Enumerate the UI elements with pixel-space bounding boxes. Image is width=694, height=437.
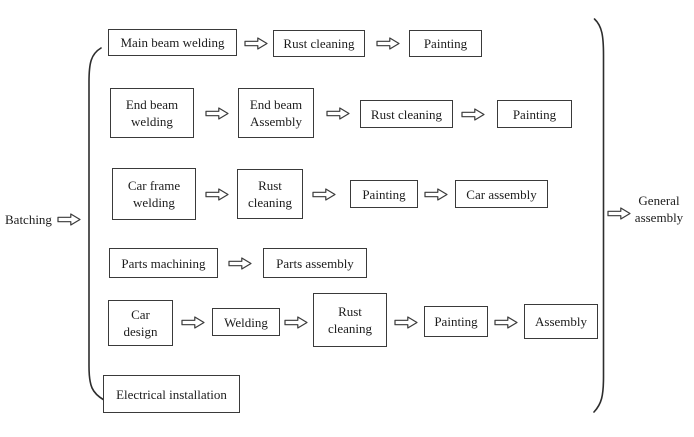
process-box-label: Car assembly xyxy=(466,186,537,202)
right-bracket xyxy=(593,18,605,413)
process-box-label: Car xyxy=(131,307,150,322)
process-box-label: welding xyxy=(133,195,175,210)
process-box-label: Rust xyxy=(258,178,282,193)
process-box-parts-machining: Parts machining xyxy=(109,248,218,278)
process-box-rust-cleaning: Rust cleaning xyxy=(237,169,303,219)
process-box-label: Parts machining xyxy=(121,255,206,271)
process-box-label: Electrical installation xyxy=(116,386,227,402)
process-box-electrical-installation: Electrical installation xyxy=(103,375,240,413)
process-box-label: Parts assembly xyxy=(276,255,354,271)
process-box-welding: Welding xyxy=(212,308,280,336)
process-box-end-beam-welding: End beam welding xyxy=(110,88,194,138)
process-box-label: End beam xyxy=(125,97,179,112)
flow-arrow-icon xyxy=(424,188,448,201)
flow-arrow-icon xyxy=(205,107,229,120)
process-box-car-design: Car design xyxy=(108,300,173,346)
general-assembly-label: General assembly xyxy=(629,192,689,226)
flow-arrow-icon xyxy=(181,316,205,329)
process-box-parts-assembly: Parts assembly xyxy=(263,248,367,278)
process-box-painting: Painting xyxy=(424,306,488,337)
process-box-painting: Painting xyxy=(350,180,418,208)
process-box-label: cleaning xyxy=(247,195,293,210)
flow-arrow-icon xyxy=(244,37,268,50)
process-box-end-beam-assembly: End beam Assembly xyxy=(238,88,314,138)
process-box-label: Welding xyxy=(224,314,268,330)
flow-arrow-icon xyxy=(607,207,631,220)
flow-arrow-icon xyxy=(326,107,350,120)
process-box-rust-cleaning: Rust cleaning xyxy=(313,293,387,347)
general-assembly-label-line2: assembly xyxy=(634,210,684,225)
process-box-label: cleaning xyxy=(327,321,373,336)
flow-arrow-icon xyxy=(394,316,418,329)
process-box-label: Car frame xyxy=(127,178,181,193)
batching-label: Batching xyxy=(5,212,52,227)
flow-arrow-icon xyxy=(461,108,485,121)
flow-arrow-icon xyxy=(494,316,518,329)
left-bracket xyxy=(88,47,105,401)
process-box-painting: Painting xyxy=(497,100,572,128)
process-box-label: Assembly xyxy=(250,114,302,129)
process-box-main-beam-welding: Main beam welding xyxy=(108,29,237,56)
process-box-label: Painting xyxy=(434,314,478,329)
general-assembly-label-line1: General xyxy=(638,193,680,208)
process-box-label: welding xyxy=(131,114,173,129)
process-box-painting: Painting xyxy=(409,30,482,57)
flow-arrow-icon xyxy=(376,37,400,50)
process-box-rust-cleaning: Rust cleaning xyxy=(360,100,453,128)
process-box-car-assembly: Car assembly xyxy=(455,180,548,208)
process-box-label: Painting xyxy=(423,36,468,51)
process-box-label: Painting xyxy=(512,106,557,122)
flow-arrow-icon xyxy=(284,316,308,329)
flow-arrow-icon xyxy=(228,257,252,270)
flow-arrow-icon xyxy=(312,188,336,201)
process-box-label: Assembly xyxy=(535,314,587,329)
process-box-label: Painting xyxy=(362,186,406,202)
process-box-assembly: Assembly xyxy=(524,304,598,339)
process-box-rust-cleaning: Rust cleaning xyxy=(273,30,365,57)
process-box-label: design xyxy=(123,324,158,339)
flow-arrow-icon xyxy=(57,213,81,226)
flow-arrow-icon xyxy=(205,188,229,201)
process-box-car-frame-welding: Car frame welding xyxy=(112,168,196,220)
process-box-label: End beam xyxy=(249,97,303,112)
process-box-label: Rust cleaning xyxy=(370,106,443,122)
process-box-label: Rust cleaning xyxy=(283,36,355,51)
process-box-label: Rust xyxy=(338,304,362,319)
process-box-label: Main beam welding xyxy=(120,35,225,50)
